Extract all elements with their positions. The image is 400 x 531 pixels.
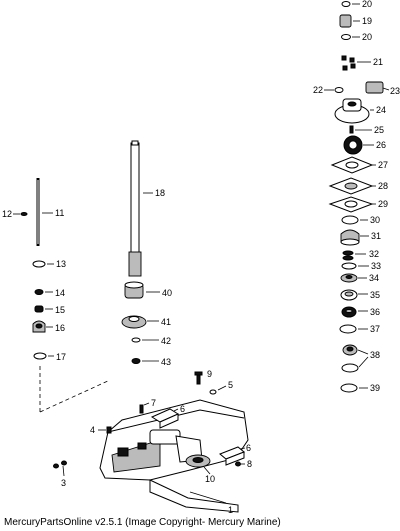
part-8: 8 [235, 459, 252, 469]
part-20-top: 20 [341, 0, 372, 9]
part-6-upper: 6 [150, 404, 185, 429]
part-5: 5 [209, 380, 233, 395]
shift-shaft-guide-lines [39, 366, 111, 413]
part-31: 31 [340, 229, 381, 246]
part-9: 9 [194, 369, 212, 385]
part-16: 16 [32, 320, 65, 333]
part-23: 23 [365, 81, 400, 96]
part-12: 12 [2, 209, 28, 219]
callout-33[interactable]: 33 [371, 261, 381, 271]
callout-16[interactable]: 16 [55, 323, 65, 333]
copyright-footer: MercuryPartsOnline v2.5.1 (Image Copyrig… [4, 517, 281, 528]
part-32: 32 [342, 249, 379, 261]
part-19: 19 [339, 14, 372, 28]
part-39: 39 [340, 383, 380, 393]
callout-25[interactable]: 25 [374, 125, 384, 135]
callout-22[interactable]: 22 [313, 85, 323, 95]
callout-1[interactable]: 1 [228, 505, 233, 515]
part-18-drive-shaft: 18 [128, 140, 165, 277]
part-40: 40 [124, 281, 172, 299]
callout-17[interactable]: 17 [56, 352, 66, 362]
callout-41[interactable]: 41 [161, 317, 171, 327]
callout-42[interactable]: 42 [161, 336, 171, 346]
part-22: 22 [313, 85, 344, 95]
part-14: 14 [34, 288, 65, 298]
callout-8[interactable]: 8 [247, 459, 252, 469]
callout-6[interactable]: 6 [180, 404, 185, 414]
part-37: 37 [339, 324, 380, 334]
part-20: 20 [341, 32, 372, 42]
callout-39[interactable]: 39 [370, 383, 380, 393]
part-27-gasket: 27 [330, 156, 388, 174]
callout-32[interactable]: 32 [369, 249, 379, 259]
part-26-impeller: 26 [343, 135, 386, 155]
callout-24[interactable]: 24 [376, 105, 386, 115]
part-3: 3 [53, 460, 67, 488]
callout-15[interactable]: 15 [55, 305, 65, 315]
callout-28[interactable]: 28 [378, 181, 388, 191]
parts-diagram: 20 19 20 21 23 22 24 25 [2, 0, 400, 515]
callout-30[interactable]: 30 [370, 215, 380, 225]
callout-35[interactable]: 35 [370, 290, 380, 300]
part-28-plate: 28 [328, 177, 388, 195]
part-10: 10 [185, 454, 215, 484]
part-29-gasket: 29 [328, 196, 388, 213]
callout-10[interactable]: 10 [205, 474, 215, 484]
part-21: 21 [341, 55, 383, 71]
part-35: 35 [340, 289, 380, 301]
part-13: 13 [32, 259, 66, 269]
callout-11[interactable]: 11 [55, 208, 64, 218]
callout-19[interactable]: 19 [362, 16, 372, 26]
part-24-pump-housing: 24 [334, 98, 386, 124]
part-43: 43 [131, 357, 171, 367]
callout-7[interactable]: 7 [151, 398, 156, 408]
part-38: 38 [341, 344, 380, 373]
part-25: 25 [349, 125, 384, 135]
part-7: 7 [139, 398, 156, 414]
callout-31[interactable]: 31 [371, 231, 381, 241]
part-6-lower: 6 [219, 443, 251, 466]
callout-23[interactable]: 23 [390, 86, 400, 96]
callout-34[interactable]: 34 [369, 273, 379, 283]
callout-13[interactable]: 13 [56, 259, 66, 269]
part-11-shift-shaft: 11 [36, 178, 64, 246]
callout-18[interactable]: 18 [155, 188, 165, 198]
part-33: 33 [341, 261, 381, 271]
part-34: 34 [340, 273, 379, 283]
callout-38[interactable]: 38 [370, 350, 380, 360]
callout-20[interactable]: 20 [362, 0, 372, 9]
callout-3[interactable]: 3 [61, 478, 66, 488]
part-30: 30 [341, 215, 380, 225]
callout-21[interactable]: 21 [373, 57, 383, 67]
callout-26[interactable]: 26 [376, 140, 386, 150]
callout-14[interactable]: 14 [55, 288, 65, 298]
part-15: 15 [34, 305, 65, 315]
part-36: 36 [341, 306, 380, 318]
callout-43[interactable]: 43 [161, 357, 171, 367]
part-17: 17 [33, 352, 66, 362]
callout-9[interactable]: 9 [207, 369, 212, 379]
part-41: 41 [121, 315, 171, 329]
callout-27[interactable]: 27 [378, 160, 388, 170]
callout-37[interactable]: 37 [370, 324, 380, 334]
callout-12[interactable]: 12 [2, 209, 12, 219]
callout-5[interactable]: 5 [228, 380, 233, 390]
part-42: 42 [131, 336, 171, 346]
callout-20b[interactable]: 20 [362, 32, 372, 42]
callout-4[interactable]: 4 [90, 425, 95, 435]
callout-6b[interactable]: 6 [246, 443, 251, 453]
callout-40[interactable]: 40 [162, 288, 172, 298]
part-4: 4 [90, 425, 112, 435]
callout-36[interactable]: 36 [370, 307, 380, 317]
callout-29[interactable]: 29 [378, 199, 388, 209]
